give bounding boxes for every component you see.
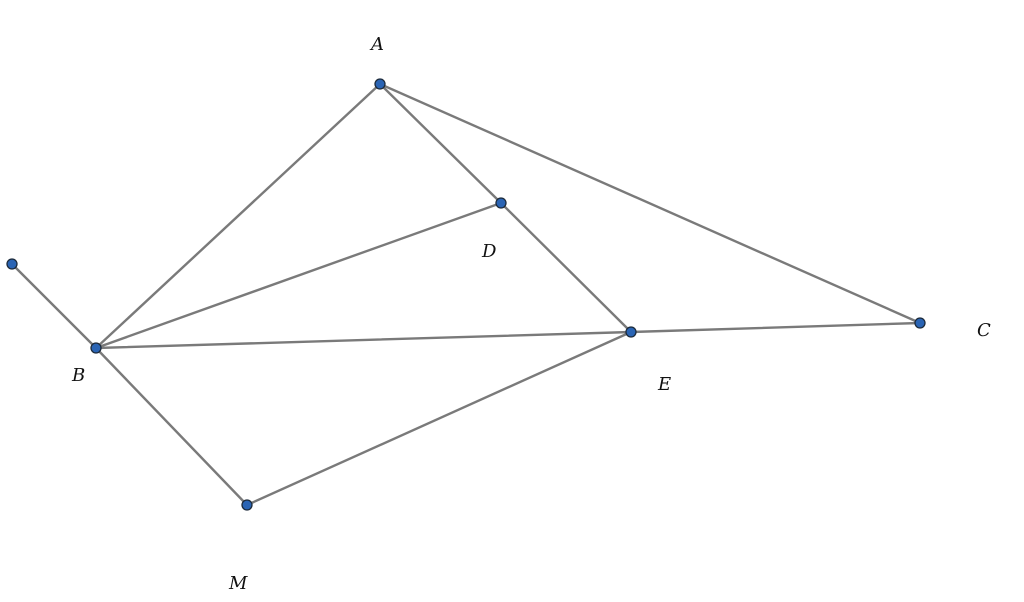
segment-AD [378,82,503,205]
segments [10,82,922,507]
point-D[interactable] [495,197,507,209]
point-C[interactable] [914,317,926,329]
points [6,78,926,511]
label-B: B [71,365,85,386]
segment-DE [499,201,633,334]
label-M: M [228,573,248,594]
segment-EC [629,321,922,334]
segment-BE [94,330,633,350]
point-B[interactable] [90,342,102,354]
label-E: E [657,374,671,395]
label-A: A [369,34,384,55]
segment-AB [94,82,382,350]
segment-AC [378,82,922,325]
segment-BD [94,201,503,350]
segment-B-unlabeled [10,262,98,350]
point-unlabeled[interactable] [6,258,18,270]
segment-BM [94,346,249,507]
labels: A B C D E M [71,34,991,594]
label-D: D [481,241,497,262]
point-E[interactable] [625,326,637,338]
segment-ME [245,330,633,507]
point-A[interactable] [374,78,386,90]
label-C: C [977,320,991,341]
point-M[interactable] [241,499,253,511]
